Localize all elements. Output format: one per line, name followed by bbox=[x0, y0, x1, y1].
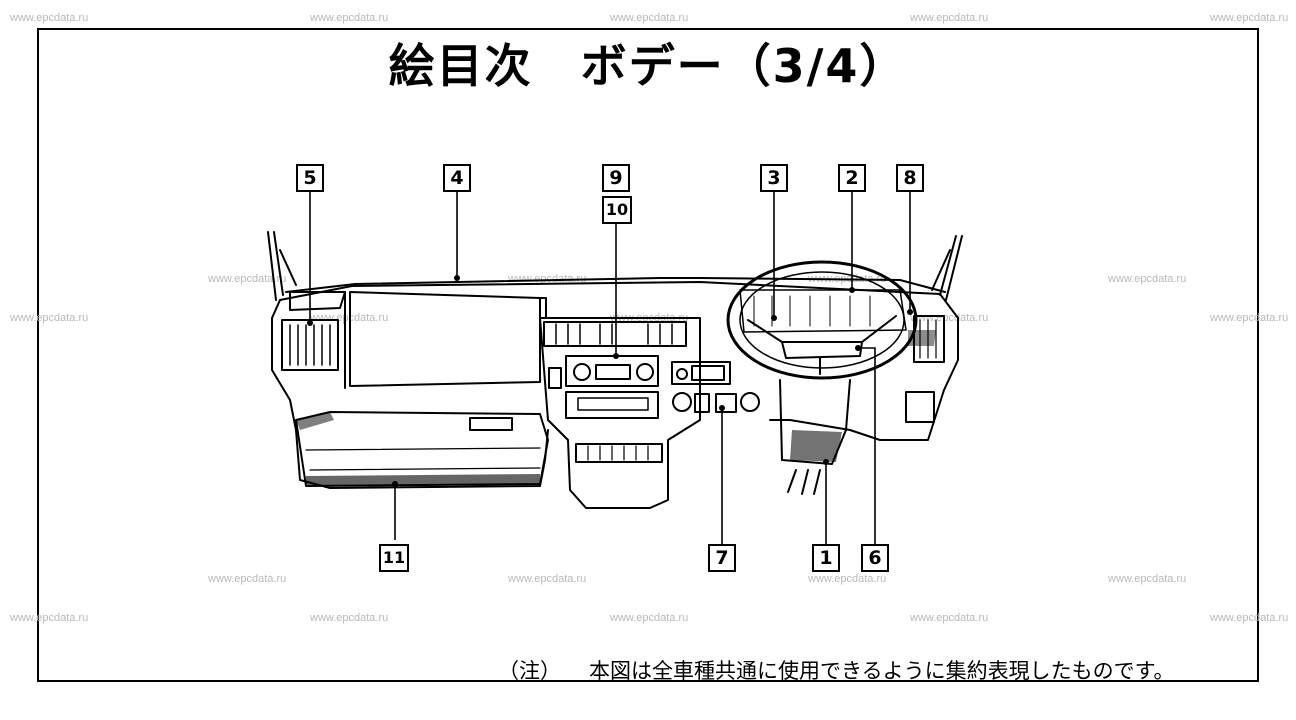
watermark: www.epcdata.ru bbox=[10, 12, 89, 24]
watermark: www.epcdata.ru bbox=[808, 573, 887, 585]
center-switch bbox=[715, 393, 737, 413]
callout-9[interactable]: 9 bbox=[602, 164, 630, 192]
left-pillar bbox=[267, 231, 297, 301]
right-pillar bbox=[931, 235, 963, 301]
right-vent bbox=[913, 315, 945, 363]
watermark: www.epcdata.ru bbox=[508, 573, 587, 585]
steering-wheel bbox=[726, 260, 918, 380]
watermark: www.epcdata.ru bbox=[310, 12, 389, 24]
callout-10[interactable]: 10 bbox=[602, 196, 632, 224]
callout-7[interactable]: 7 bbox=[708, 544, 736, 572]
callout-4[interactable]: 4 bbox=[443, 164, 471, 192]
callout-3[interactable]: 3 bbox=[760, 164, 788, 192]
steering-hub bbox=[781, 341, 863, 359]
diagram-frame bbox=[37, 28, 1259, 682]
footnote-text: 本図は全車種共通に使用できるように集約表現したものです。 bbox=[589, 659, 1175, 683]
glove-box-lid bbox=[349, 291, 541, 387]
dash-outline bbox=[271, 281, 959, 441]
watermark: www.epcdata.ru bbox=[1108, 273, 1187, 285]
watermark: www.epcdata.ru bbox=[1108, 573, 1187, 585]
center-vents bbox=[543, 321, 687, 347]
watermark: www.epcdata.ru bbox=[10, 612, 89, 624]
watermark: www.epcdata.ru bbox=[310, 612, 389, 624]
switch-panel bbox=[671, 361, 731, 385]
watermark: www.epcdata.ru bbox=[1210, 612, 1289, 624]
watermark: www.epcdata.ru bbox=[208, 573, 287, 585]
lower-console-vent bbox=[575, 443, 663, 463]
watermark: www.epcdata.ru bbox=[1210, 312, 1289, 324]
left-upper-vent bbox=[289, 291, 346, 311]
leader-6 bbox=[858, 347, 876, 545]
center-console bbox=[539, 317, 701, 509]
watermark: www.epcdata.ru bbox=[610, 612, 689, 624]
callout-8[interactable]: 8 bbox=[896, 164, 924, 192]
heater-control-panel bbox=[565, 355, 659, 387]
callout-1[interactable]: 1 bbox=[812, 544, 840, 572]
watermark: www.epcdata.ru bbox=[208, 273, 287, 285]
watermark: www.epcdata.ru bbox=[610, 12, 689, 24]
lower-slot bbox=[469, 417, 513, 431]
page-title: 絵目次 ボデー（3/4） bbox=[388, 39, 908, 93]
callout-5[interactable]: 5 bbox=[296, 164, 324, 192]
meter-cluster bbox=[739, 289, 907, 333]
watermark: www.epcdata.ru bbox=[10, 312, 89, 324]
watermark: www.epcdata.ru bbox=[508, 273, 587, 285]
radio-unit bbox=[565, 391, 659, 419]
callout-2[interactable]: 2 bbox=[838, 164, 866, 192]
steering-column bbox=[779, 379, 851, 465]
callout-6[interactable]: 6 bbox=[861, 544, 889, 572]
watermark: www.epcdata.ru bbox=[910, 12, 989, 24]
callout-11[interactable]: 11 bbox=[379, 544, 409, 572]
footnote: （注） 本図は全車種共通に使用できるように集約表現したものです。 bbox=[498, 655, 1174, 685]
watermark: www.epcdata.ru bbox=[1210, 12, 1289, 24]
dash-top bbox=[285, 277, 946, 293]
footnote-label: （注） bbox=[498, 659, 561, 683]
watermark: www.epcdata.ru bbox=[910, 612, 989, 624]
